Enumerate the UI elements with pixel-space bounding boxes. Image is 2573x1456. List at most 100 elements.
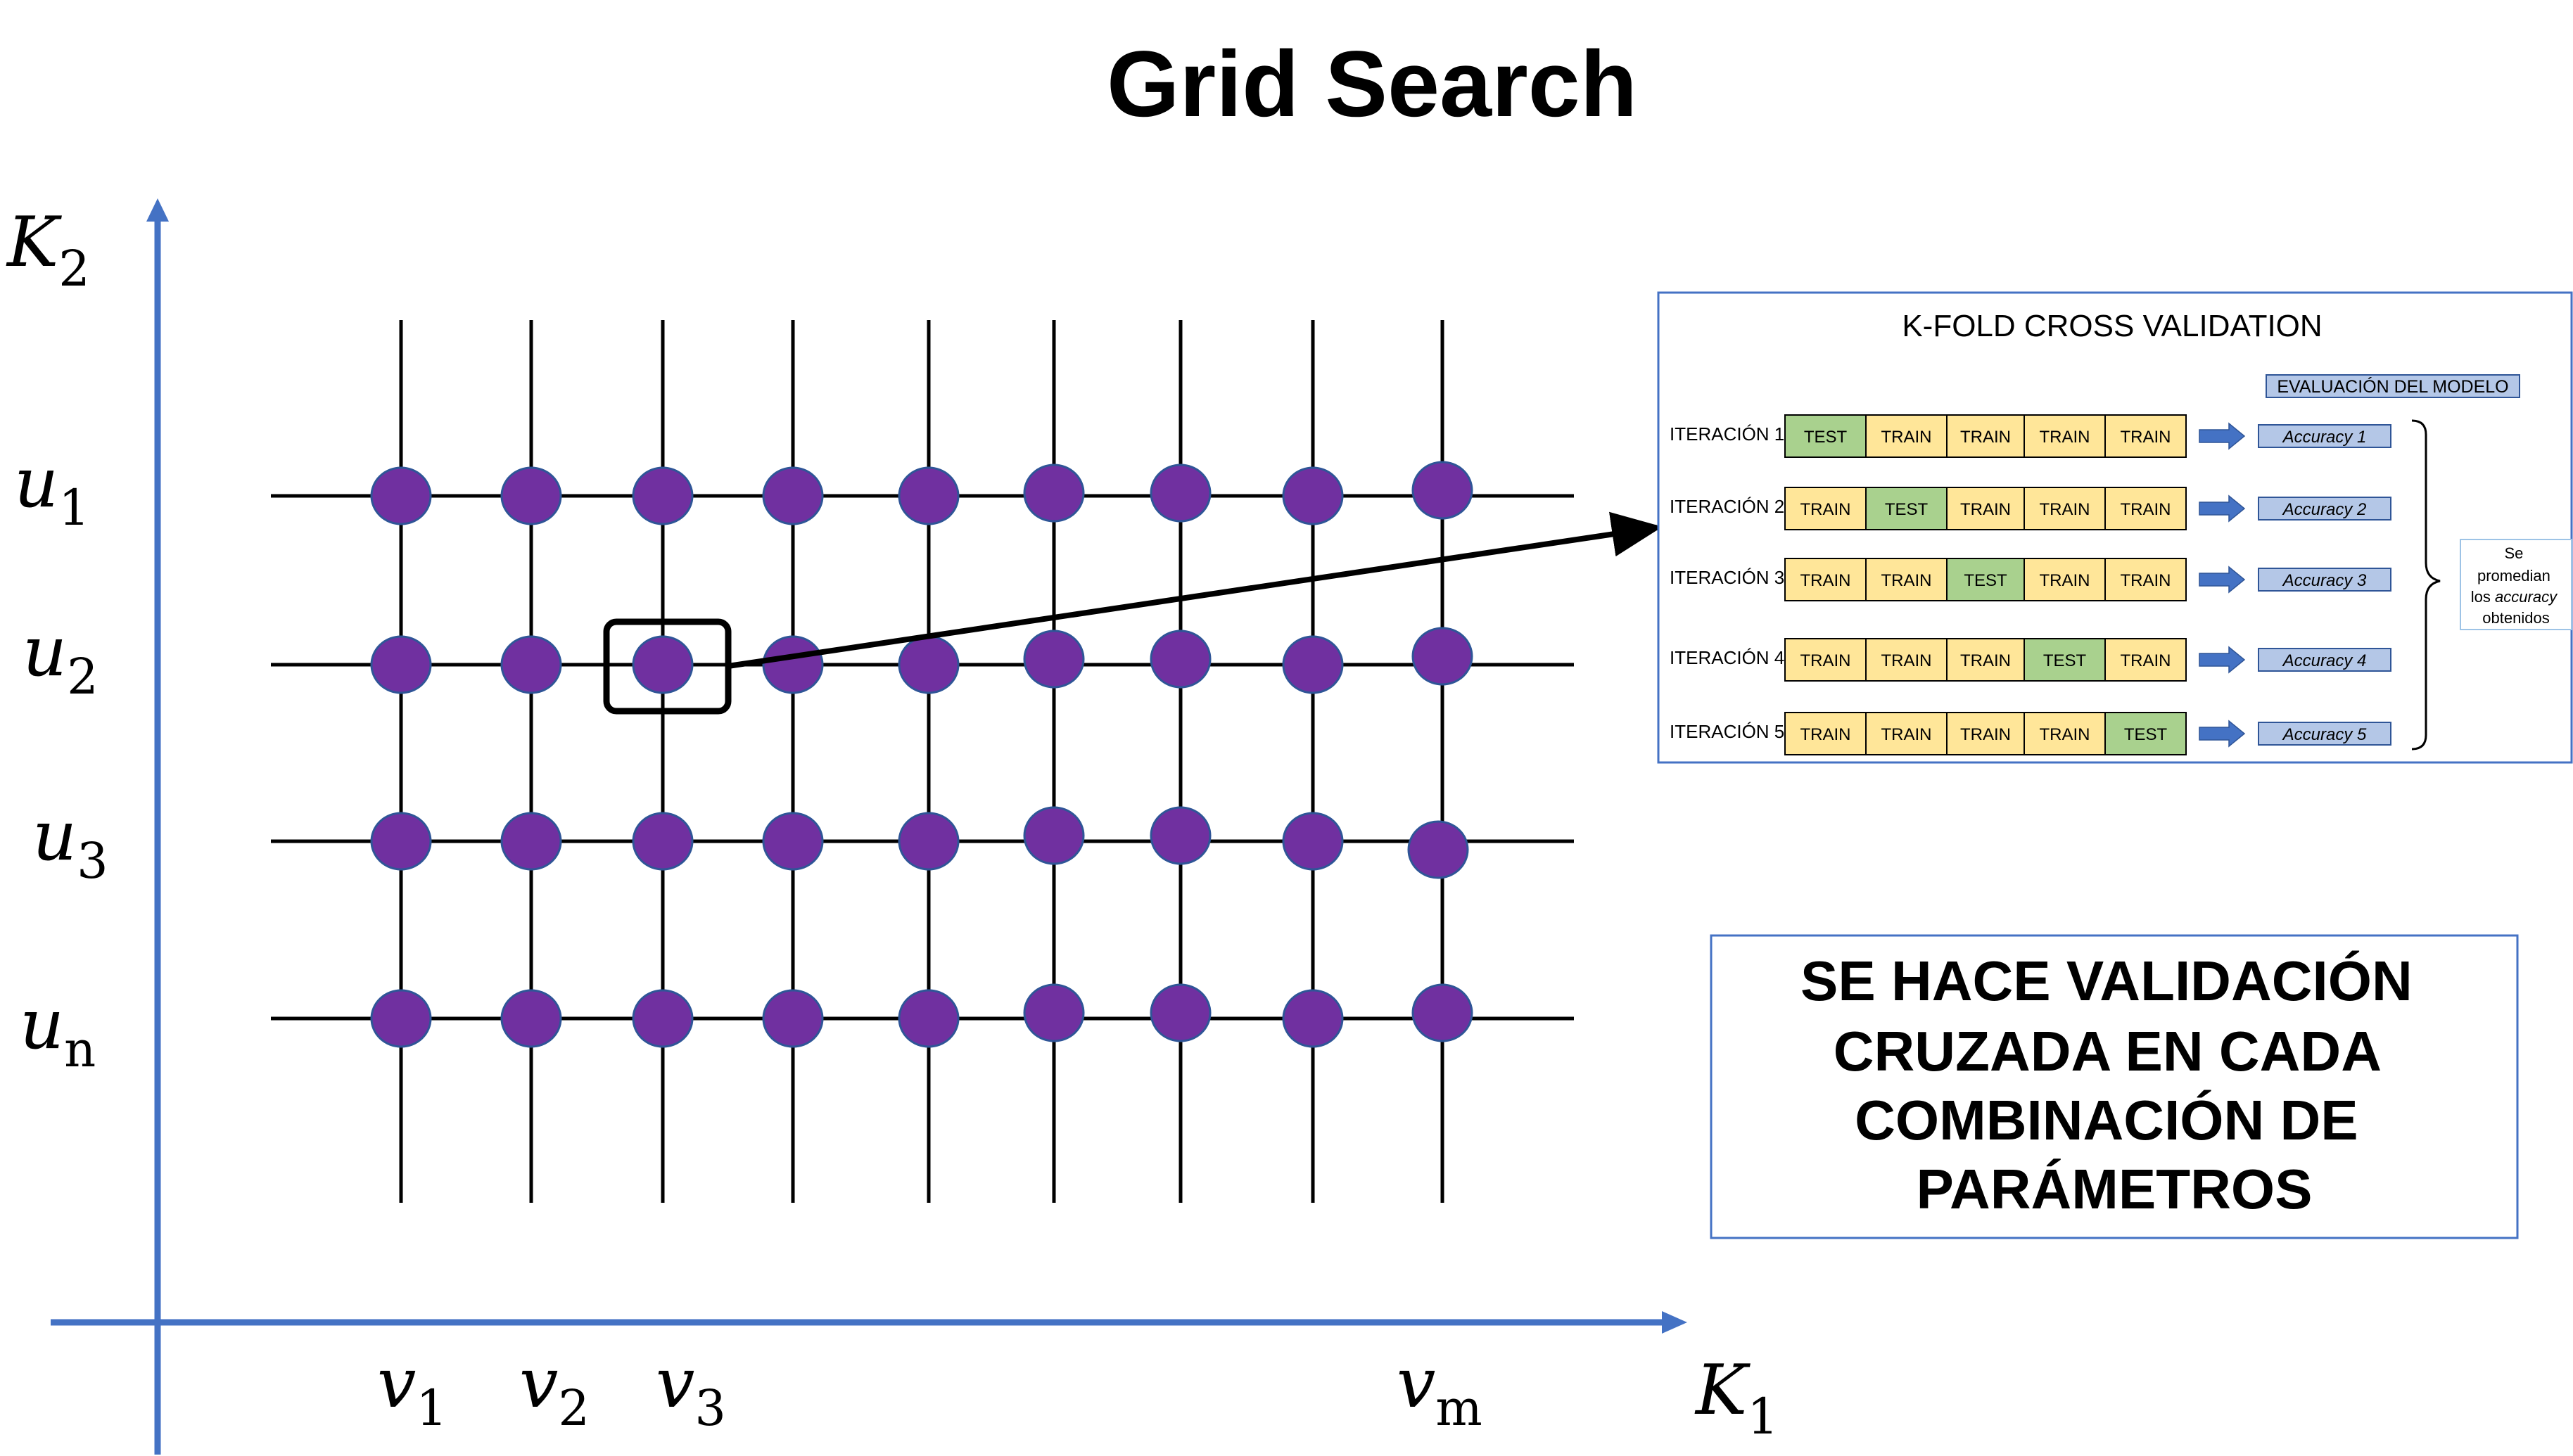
grid-node[interactable] xyxy=(1407,820,1469,879)
grid-node[interactable] xyxy=(1150,806,1212,865)
grid-node[interactable] xyxy=(898,466,960,525)
grid-node[interactable] xyxy=(500,989,562,1048)
column-label-v1: v1 xyxy=(377,1343,447,1437)
fold-label: TRAIN xyxy=(2040,725,2090,744)
page-title: Grid Search xyxy=(1107,32,1637,136)
grid-node[interactable] xyxy=(1150,630,1212,689)
fold-label: TRAIN xyxy=(1960,500,2011,519)
fold-label: TRAIN xyxy=(1800,571,1851,590)
fold-label: TRAIN xyxy=(1960,651,2011,670)
callout: SE HACE VALIDACIÓN CRUZADA EN CADA COMBI… xyxy=(1710,934,2519,1239)
fold-label: TEST xyxy=(1804,428,1848,447)
fold-label: TRAIN xyxy=(1960,428,2011,447)
accuracy-box xyxy=(2258,568,2391,592)
fold-label: TRAIN xyxy=(2121,500,2171,519)
fold-train-cell xyxy=(1946,414,2025,458)
grid-node[interactable] xyxy=(632,635,694,694)
grid-node[interactable] xyxy=(1023,464,1085,523)
fold-train-cell xyxy=(1946,638,2025,682)
fold-label: TRAIN xyxy=(1881,651,1932,670)
fold-train-cell xyxy=(1865,558,1948,601)
column-label-v2: v2 xyxy=(519,1343,590,1437)
summary-brace xyxy=(2411,419,2441,751)
eval-header-box xyxy=(2266,374,2520,398)
x-axis-arrowhead xyxy=(1662,1311,1687,1334)
fold-label: TRAIN xyxy=(2040,500,2090,519)
result-arrow xyxy=(2199,646,2246,674)
iteration-label: ITERACIÓN 4 xyxy=(1670,647,1784,668)
fold-label: TRAIN xyxy=(1881,428,1932,447)
grid-node[interactable] xyxy=(1411,627,1473,686)
fold-train-cell xyxy=(1946,487,2025,530)
fold-train-cell xyxy=(1784,712,1867,755)
grid-node[interactable] xyxy=(370,812,432,871)
fold-label: TEST xyxy=(2124,725,2168,744)
fold-label: TRAIN xyxy=(1960,725,2011,744)
fold-label: TRAIN xyxy=(2040,571,2090,590)
grid-node[interactable] xyxy=(762,635,824,694)
fold-label: TRAIN xyxy=(1881,571,1932,590)
grid-nodes xyxy=(370,461,1473,1048)
grid-node[interactable] xyxy=(1150,464,1212,523)
grid-node[interactable] xyxy=(898,635,960,694)
grid-node[interactable] xyxy=(1023,806,1085,865)
summary-note-box xyxy=(2460,539,2572,630)
fold-train-cell xyxy=(1784,558,1867,601)
grid-node[interactable] xyxy=(370,635,432,694)
grid-node[interactable] xyxy=(1150,983,1212,1042)
selected-node-highlight xyxy=(603,618,732,715)
fold-train-cell xyxy=(1865,414,1948,458)
eval-header-label: EVALUACIÓN DEL MODELO xyxy=(2277,376,2508,397)
fold-label: TEST xyxy=(1885,500,1929,519)
kfold-title: K-FOLD CROSS VALIDATION xyxy=(1902,309,2322,343)
grid-node[interactable] xyxy=(632,989,694,1048)
result-arrow xyxy=(2199,720,2246,748)
grid-node[interactable] xyxy=(1411,983,1473,1042)
grid-node[interactable] xyxy=(898,989,960,1048)
fold-label: TRAIN xyxy=(2121,651,2171,670)
grid-node[interactable] xyxy=(1282,989,1344,1048)
summary-note: Se promedian los accuracy obtenidos xyxy=(2471,544,2561,627)
grid-node[interactable] xyxy=(1411,461,1473,520)
fold-train-cell xyxy=(1865,712,1948,755)
y-axis-arrowhead xyxy=(146,198,169,222)
grid-node[interactable] xyxy=(1023,983,1085,1042)
iteration-label: ITERACIÓN 3 xyxy=(1670,567,1784,588)
iteration-label: ITERACIÓN 1 xyxy=(1670,423,1784,445)
fold-train-cell xyxy=(1784,638,1867,682)
grid-node[interactable] xyxy=(370,466,432,525)
grid-node[interactable] xyxy=(762,466,824,525)
fold-train-cell xyxy=(2104,414,2187,458)
result-arrow xyxy=(2199,566,2246,594)
grid-node[interactable] xyxy=(632,812,694,871)
x-axis-label: K1 xyxy=(1694,1350,1779,1445)
column-label-v3: v3 xyxy=(656,1343,726,1437)
grid-lines xyxy=(271,320,1574,1203)
grid-node[interactable] xyxy=(762,989,824,1048)
fold-train-cell xyxy=(2024,487,2106,530)
grid-node[interactable] xyxy=(762,812,824,871)
row-label-u3: u3 xyxy=(32,796,108,890)
kfold-cross-validation-panel: K-FOLD CROSS VALIDATION EVALUACIÓN DEL M… xyxy=(1657,291,2573,764)
grid-node[interactable] xyxy=(370,989,432,1048)
fold-label: TEST xyxy=(2043,651,2087,670)
fold-test-cell xyxy=(2104,712,2187,755)
grid-node[interactable] xyxy=(1282,812,1344,871)
grid-node[interactable] xyxy=(632,466,694,525)
axes: K2 K1 xyxy=(6,198,1779,1455)
fold-label: TRAIN xyxy=(1800,500,1851,519)
grid-node[interactable] xyxy=(898,812,960,871)
grid-node[interactable] xyxy=(500,635,562,694)
grid-node[interactable] xyxy=(1282,635,1344,694)
grid-node[interactable] xyxy=(500,812,562,871)
grid-node[interactable] xyxy=(1282,466,1344,525)
result-arrow xyxy=(2199,422,2246,450)
grid-node[interactable] xyxy=(500,466,562,525)
fold-label: TRAIN xyxy=(2040,428,2090,447)
row-labels: u1 u2 u3 un xyxy=(14,443,108,1078)
fold-label: TRAIN xyxy=(1800,651,1851,670)
grid-node[interactable] xyxy=(1023,630,1085,689)
fold-label: TRAIN xyxy=(1881,725,1932,744)
accuracy-box xyxy=(2258,648,2391,672)
